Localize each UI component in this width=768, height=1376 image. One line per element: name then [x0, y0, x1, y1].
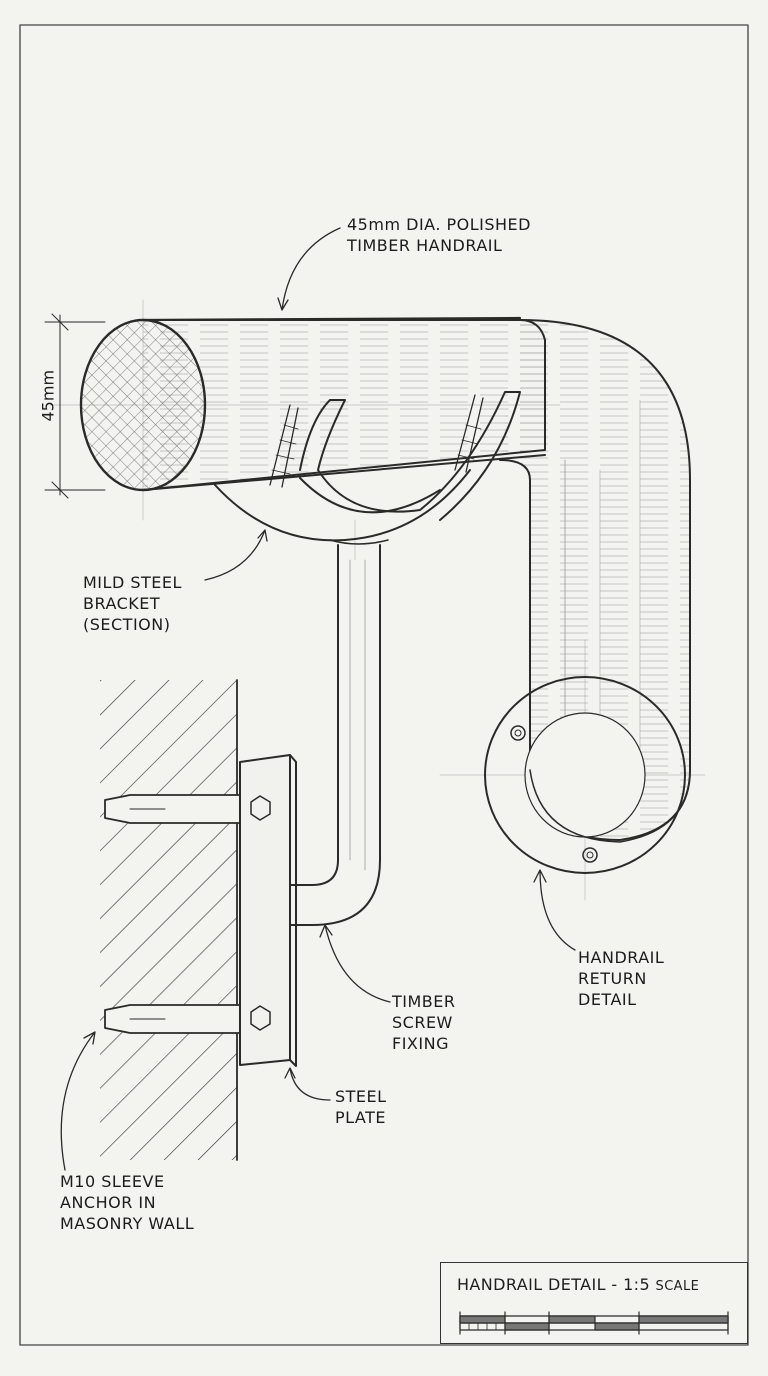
scale-bar — [459, 1311, 729, 1335]
title-block: HANDRAIL DETAIL - 1:5 SCALE — [440, 1262, 748, 1344]
label-return: HANDRAIL RETURN DETAIL — [578, 947, 664, 1010]
label-line: TIMBER — [392, 992, 456, 1011]
label-line: (SECTION) — [83, 615, 171, 634]
scale-word: SCALE — [655, 1279, 700, 1294]
handrail-section — [79, 318, 207, 492]
label-line: RETURN — [578, 969, 647, 988]
label-line: FIXING — [392, 1034, 449, 1053]
steel-plate — [239, 754, 297, 1067]
label-line: TIMBER HANDRAIL — [347, 236, 503, 255]
title-text: HANDRAIL DETAIL - 1:5 — [457, 1275, 651, 1294]
leader-lines — [60, 227, 576, 1171]
label-line: HANDRAIL — [578, 948, 665, 967]
timber-handrail — [79, 316, 546, 492]
label-line: ANCHOR IN — [60, 1193, 157, 1212]
label-anchor: M10 SLEEVE ANCHOR IN MASONRY WALL — [60, 1171, 194, 1234]
label-line: BRACKET — [83, 594, 161, 613]
sheet-border — [19, 24, 749, 1346]
label-line: PLATE — [335, 1108, 387, 1127]
masonry-wall — [100, 679, 238, 1161]
dimension-45mm: 45mm — [38, 369, 58, 422]
label-line: 45mm DIA. POLISHED — [347, 215, 531, 234]
label-plate: STEEL PLATE — [335, 1086, 387, 1128]
label-line: MILD STEEL — [83, 573, 182, 592]
handrail-return — [484, 319, 691, 874]
sleeve-anchors — [104, 794, 241, 1034]
label-line: STEEL — [335, 1087, 387, 1106]
bracket-stem — [261, 539, 389, 928]
mild-steel-bracket — [214, 391, 521, 542]
label-line: M10 SLEEVE — [60, 1172, 165, 1191]
label-line: DETAIL — [578, 990, 637, 1009]
label-screw: TIMBER SCREW FIXING — [392, 991, 456, 1054]
label-line: MASONRY WALL — [60, 1214, 195, 1233]
label-line: SCREW — [392, 1013, 453, 1032]
label-handrail: 45mm DIA. POLISHED TIMBER HANDRAIL — [347, 214, 531, 256]
label-bracket: MILD STEEL BRACKET (SECTION) — [83, 572, 182, 635]
dimension-line — [44, 313, 106, 499]
drawing-title: HANDRAIL DETAIL - 1:5 SCALE — [457, 1275, 699, 1294]
